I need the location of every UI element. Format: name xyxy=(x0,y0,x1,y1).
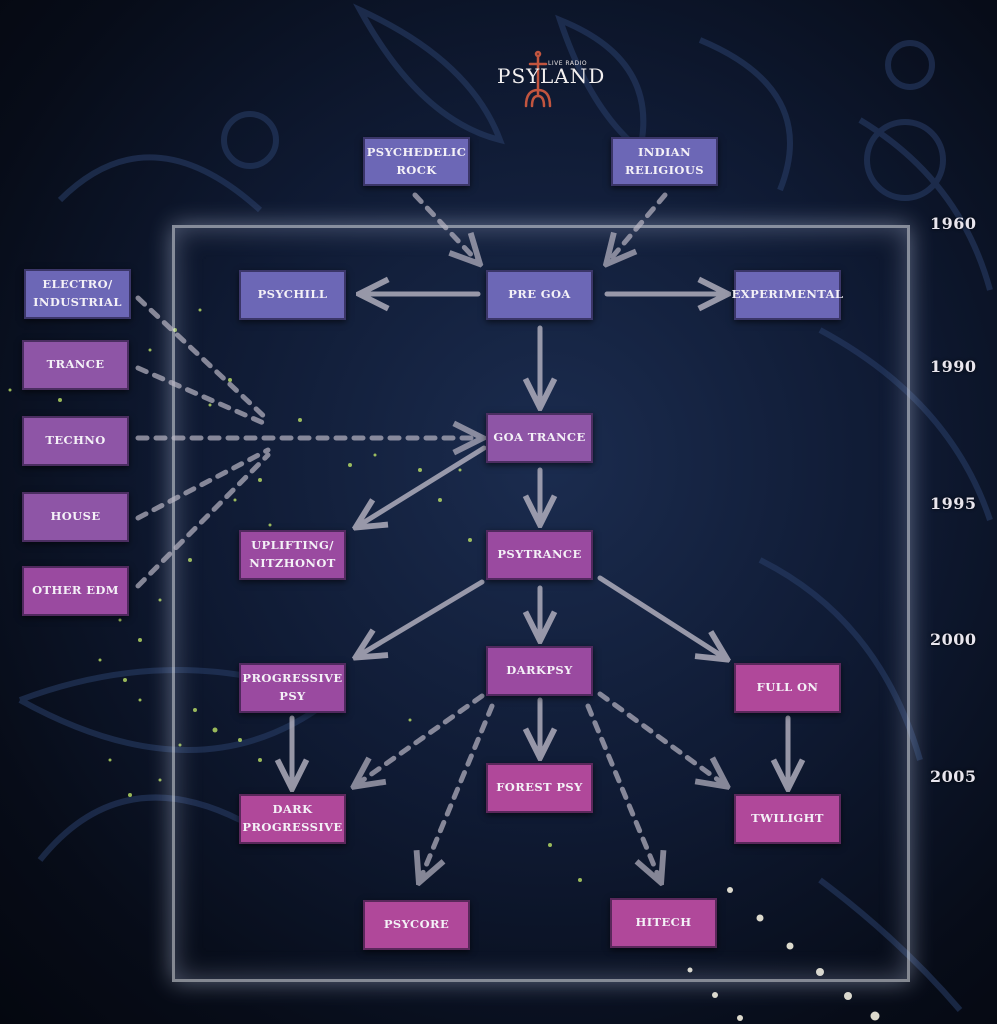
arrow-goa-uplifting xyxy=(358,445,487,526)
node-forest-psy: FOREST PSY xyxy=(486,763,593,813)
node-psycore: PSYCORE xyxy=(363,900,470,950)
node-electro-industrial: ELECTRO/ INDUSTRIAL xyxy=(24,269,131,319)
year-label-2000: 2000 xyxy=(930,630,977,649)
arrow-psyrock-pregoa xyxy=(412,192,478,262)
node-psychedelic-rock: PSYCHEDELIC ROCK xyxy=(363,137,470,186)
node-psychill: PSYCHILL xyxy=(239,270,346,320)
arrow-darkpsy-twilight xyxy=(597,691,725,785)
arrow-house-goa xyxy=(135,447,271,521)
arrow-psytrance-progressive xyxy=(358,579,485,656)
psyland-logo: PSY LAND LIVE RADIO xyxy=(494,50,604,110)
node-other-edm: OTHER EDM xyxy=(22,566,129,616)
arrow-indian-pregoa xyxy=(608,192,668,262)
logo-text-land: LAND xyxy=(540,64,606,88)
year-label-1990: 1990 xyxy=(930,357,977,376)
logo-tagline: LIVE RADIO xyxy=(548,60,588,67)
node-dark-progressive: DARK PROGRESSIVE xyxy=(239,794,346,844)
node-techno: TECHNO xyxy=(22,416,129,466)
node-progressive-psy: PROGRESSIVE PSY xyxy=(239,663,346,713)
node-darkpsy: DARKPSY xyxy=(486,646,593,696)
arrow-darkpsy-hitech xyxy=(585,703,660,880)
node-indian-religious: INDIAN RELIGIOUS xyxy=(611,137,718,186)
node-experimental: EXPERIMENTAL xyxy=(732,270,843,320)
node-trance: TRANCE xyxy=(22,340,129,390)
node-psytrance: PSYTRANCE xyxy=(486,530,593,580)
arrow-otheredm-goa xyxy=(135,452,271,589)
year-label-1995: 1995 xyxy=(930,494,977,513)
node-full-on: FULL ON xyxy=(734,663,841,713)
logo-figure-icon xyxy=(524,50,552,108)
logo-text-psy: PSY xyxy=(497,64,541,88)
arrow-darkpsy-psycore xyxy=(420,703,495,880)
arrow-electro-goa xyxy=(135,295,271,423)
arrow-darkpsy-darkprog xyxy=(356,693,485,785)
node-pre-goa: PRE GOA xyxy=(486,270,593,320)
node-twilight: TWILIGHT xyxy=(734,794,841,844)
node-house: HOUSE xyxy=(22,492,129,542)
year-label-1960: 1960 xyxy=(930,214,977,233)
arrow-psytrance-fullon xyxy=(597,575,725,658)
year-label-2005: 2005 xyxy=(930,767,977,786)
node-uplifting-nitzhonot: UPLIFTING/ NITZHONOT xyxy=(239,530,346,580)
node-hitech: HITECH xyxy=(610,898,717,948)
timeline-frame xyxy=(172,225,910,982)
arrow-trance-goa xyxy=(135,365,271,428)
node-goa-trance: GOA TRANCE xyxy=(486,413,593,463)
